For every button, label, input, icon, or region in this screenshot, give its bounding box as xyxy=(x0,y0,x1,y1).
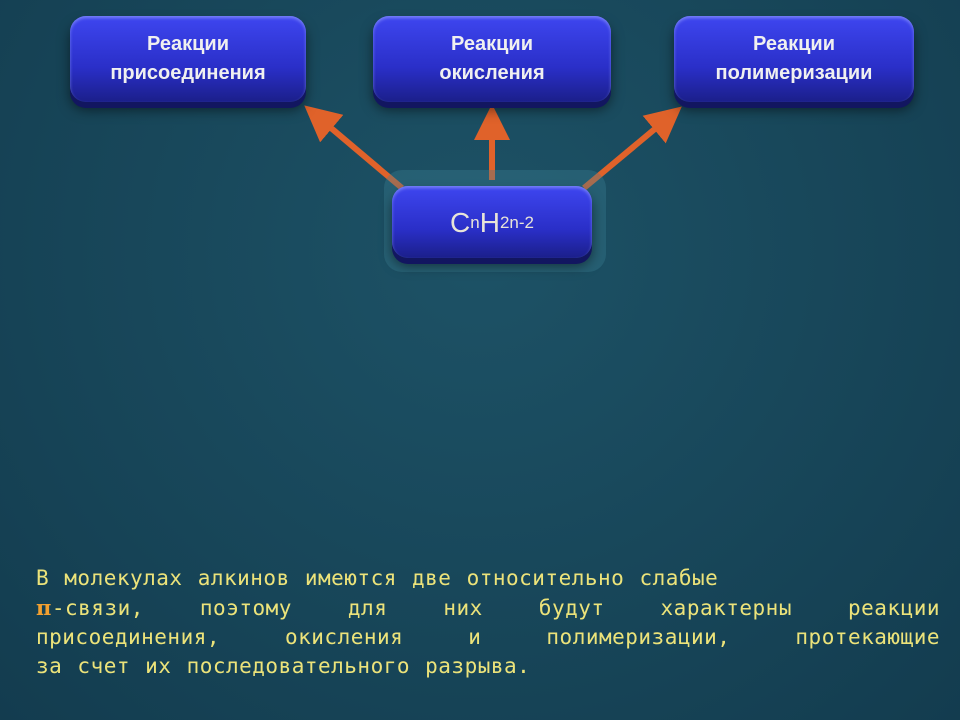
box-label: присоединения xyxy=(110,62,266,84)
box-label: полимеризации xyxy=(715,62,873,84)
text-line-1: В молекулах алкинов имеются две относите… xyxy=(36,566,719,590)
box-label: Реакции xyxy=(753,33,835,55)
text-line-3: присоединения, окисления и полимеризации… xyxy=(36,625,940,649)
arrow-to-polymerization xyxy=(582,106,682,191)
formula-c: C xyxy=(450,206,471,238)
formula-sub: 2n-2 xyxy=(499,212,534,232)
box-oxidation-reactions: Реакции окисления xyxy=(373,16,611,102)
box-label: Реакции xyxy=(147,33,229,55)
pi-symbol: π xyxy=(36,595,52,620)
arrow-to-addition xyxy=(304,105,404,191)
text-line-2-body: -связи, поэтому для них будут характерны… xyxy=(51,596,940,620)
box-addition-reactions: Реакции присоединения xyxy=(70,16,306,102)
box-label: окисления xyxy=(439,62,545,84)
text-line-2: π-связи, поэтому для них будут характерн… xyxy=(36,593,940,623)
box-label: Реакции xyxy=(451,33,533,55)
formula-h: H xyxy=(479,206,500,238)
text-line-4: за счет их последовательного разрыва. xyxy=(36,654,531,678)
box-polymerization-reactions: Реакции полимеризации xyxy=(674,16,914,102)
description-text: В молекулах алкинов имеются две относите… xyxy=(36,564,940,681)
formula-n: n xyxy=(470,212,480,232)
